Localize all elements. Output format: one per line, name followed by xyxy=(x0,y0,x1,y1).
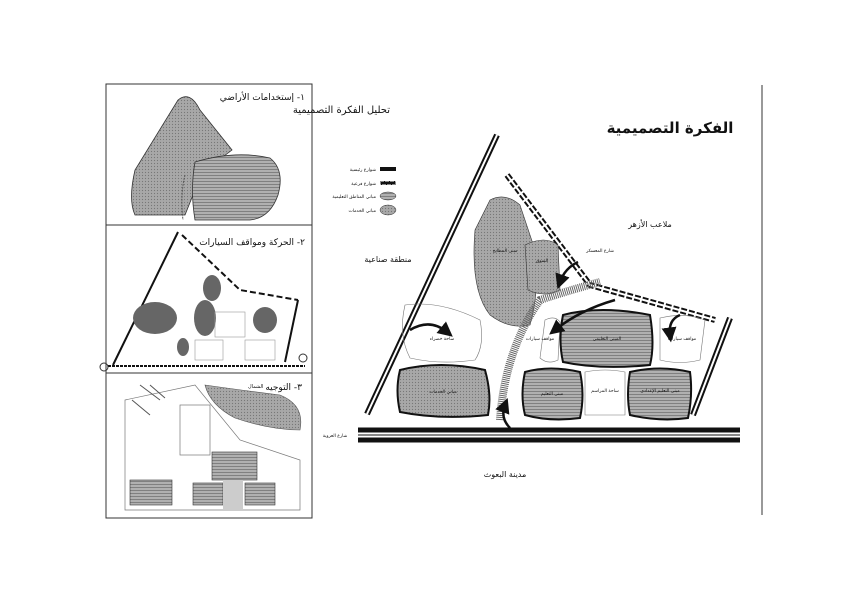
main-title: الفكرة التصميمية xyxy=(607,119,734,137)
label-green-space: ساحة خضراء xyxy=(430,337,455,342)
access-arrows xyxy=(409,260,681,429)
label-plaza: ساحة المراسم xyxy=(591,389,619,394)
zone-plaza xyxy=(584,369,626,416)
zone-green-space xyxy=(402,303,482,363)
analysis-subtitle: تحليل الفكرة التصميمية xyxy=(293,105,390,116)
label-parking-1: مواقف سيارات xyxy=(526,337,555,342)
label-education-3: مبنى التعليم الإعدادي xyxy=(640,389,680,394)
zone-market xyxy=(524,239,561,295)
label-bottom-road: شارع العروبة xyxy=(323,434,348,439)
zone-education-3 xyxy=(627,367,693,421)
panel-land-use: ١- إستخدامات الأراضي xyxy=(131,91,305,221)
panel-1-title: ١- إستخدامات الأراضي xyxy=(220,91,305,103)
legend-service-buildings: مباني الخدمات xyxy=(349,209,377,214)
zone-services xyxy=(396,364,491,418)
north-label: الشمال xyxy=(248,384,263,390)
legend-secondary-roads: شوارع فرعية xyxy=(351,182,376,187)
label-bouth-city: مدينة البعوث xyxy=(484,470,527,479)
label-services: مباني الخدمات xyxy=(429,390,457,395)
label-industrial-zone: منطقة صناعية xyxy=(364,255,411,264)
zone-kitchens xyxy=(473,196,537,327)
analysis-panels: ١- إستخدامات الأراضي ٢- الحركة ومواقف ال… xyxy=(99,83,313,519)
panel-2-title: ٢- الحركة ومواقف السيارات xyxy=(199,238,305,248)
label-parking-2: مواقف سيارات xyxy=(668,337,697,342)
zone-education-2 xyxy=(521,367,584,421)
panel-3-title: ٣- التوجيه xyxy=(265,383,302,393)
label-road-note: شارع المعسكر xyxy=(585,248,614,254)
label-education-2: مبنى التعليم xyxy=(541,392,564,397)
main-site-plan: الفكرة التصميمية ملاعب الأزهر منطقة صناع… xyxy=(323,119,740,479)
legend-main-roads: شوارع رئيسية xyxy=(350,168,376,173)
wind-arrows-icon xyxy=(131,384,166,416)
label-kitchens: مبنى المطابخ xyxy=(493,249,518,254)
legend-education-buildings: مباني المناطق التعليمية xyxy=(332,195,376,200)
zone-education-1 xyxy=(559,309,654,368)
label-market: السوق xyxy=(536,259,548,264)
panel-circulation: ٢- الحركة ومواقف السيارات xyxy=(99,231,308,372)
panel-orientation: ٣- التوجيه الشمال xyxy=(124,383,302,511)
label-azhar-fields: ملاعب الأزهر xyxy=(627,219,672,229)
label-education-1: المبنى التعليمي xyxy=(593,337,621,342)
legend: شوارع رئيسية شوارع فرعية مباني المناطق ا… xyxy=(332,167,397,216)
